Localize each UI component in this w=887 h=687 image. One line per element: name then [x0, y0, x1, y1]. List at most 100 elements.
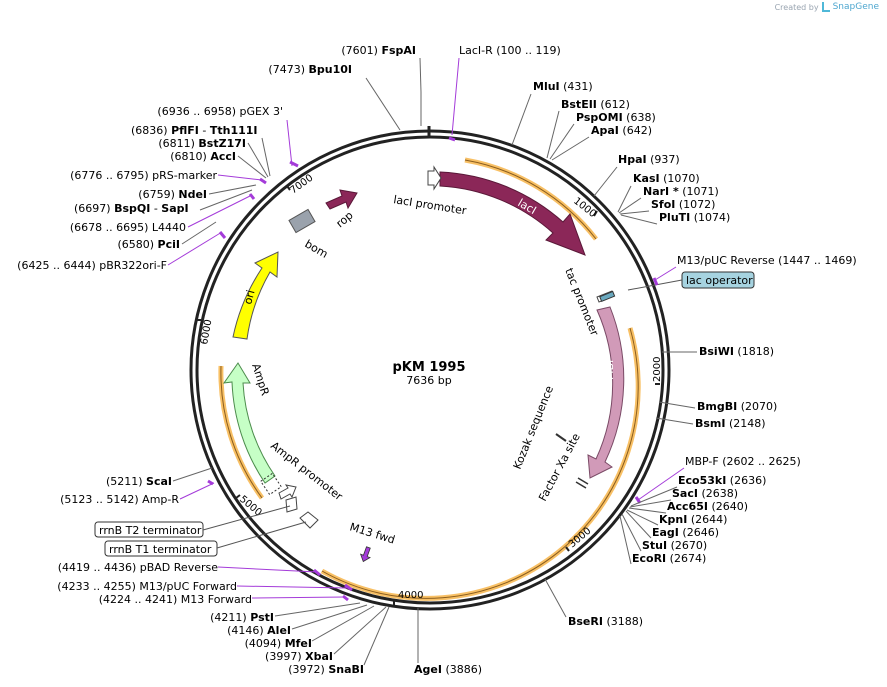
site-laci-r[interactable]: LacI-R (100 .. 119): [448, 44, 561, 142]
site-pcii-name: PciI: [158, 238, 180, 251]
bom-feature[interactable]: [288, 208, 316, 234]
site-bsmi-leader: [655, 417, 694, 425]
site-nari-label: NarI * (1071): [643, 185, 719, 198]
ori-label: ori: [241, 289, 257, 306]
site-prs-marker-leader: [217, 174, 263, 181]
site-pspomi[interactable]: PspOMI (638): [549, 111, 656, 160]
site-kasi[interactable]: KasI (1070): [617, 172, 700, 213]
laci-promoter-arrow[interactable]: [427, 165, 442, 191]
rrnb-t2-terminator-marker[interactable]: [285, 496, 298, 513]
ampr-feature[interactable]: [222, 362, 276, 484]
site-agei[interactable]: AgeI (3886): [414, 608, 482, 676]
site-acc65i-label: Acc65I (2640): [667, 500, 748, 513]
site-apai-pos: (642): [619, 124, 652, 137]
m13-fwd-marker[interactable]: [359, 546, 374, 564]
site-scai-pos: (5211): [106, 475, 146, 488]
ampr-promoter-arrow[interactable]: [278, 484, 297, 500]
site-bstz17i[interactable]: (6811) BstZ17I: [158, 137, 269, 178]
lac-operator-label: lac operator: [686, 274, 753, 287]
site-snabi[interactable]: (3972) SnaBI: [288, 606, 390, 676]
mbp-feature[interactable]: [587, 306, 625, 479]
site-xbai-label: (3997) XbaI: [265, 650, 333, 663]
site-eagi-label: EagI (2646): [652, 526, 719, 539]
site-m13puc-rev[interactable]: M13/pUC Reverse (1447 .. 1469): [652, 254, 857, 286]
site-stui[interactable]: StuI (2670): [621, 513, 707, 552]
site-mlui-name: MluI: [533, 80, 560, 93]
site-alei[interactable]: (4146) AleI: [227, 604, 368, 637]
site-ecori[interactable]: EcoRI (2674): [619, 515, 706, 565]
site-fspai[interactable]: (7601) FspAI: [341, 44, 422, 126]
site-amp-r[interactable]: (5123 .. 5142) Amp-R: [60, 479, 215, 506]
laci-feature[interactable]: [439, 171, 586, 256]
site-pcii-pos: (6580): [117, 238, 157, 251]
site-scai-label: (5211) ScaI: [106, 475, 172, 488]
site-mlui[interactable]: MluI (431): [511, 80, 593, 146]
site-scai-name: ScaI: [146, 475, 172, 488]
site-pbr322ori-f[interactable]: (6425 .. 6444) pBR322ori-F: [17, 231, 227, 272]
site-sfoi[interactable]: SfoI (1072): [619, 198, 715, 215]
site-bsteii[interactable]: BstEII (612): [546, 98, 630, 159]
site-eagi[interactable]: EagI (2646): [625, 510, 719, 539]
site-pcii-leader: [181, 221, 217, 245]
site-bmgbi[interactable]: BmgBI (2070): [658, 400, 777, 413]
site-mbp-f-marker: [634, 496, 642, 504]
tick-6000: 6000: [199, 319, 214, 346]
site-fspai-name: FspAI: [381, 44, 416, 57]
site-mlui-leader: [511, 93, 532, 146]
site-kpni[interactable]: KpnI (2644): [626, 509, 727, 526]
site-bspqi-name2: SapI: [161, 202, 188, 215]
site-bseri-pos: (3188): [603, 615, 643, 628]
site-nari-leader: [618, 197, 642, 214]
ori-feature[interactable]: [232, 251, 279, 340]
site-saci-leader: [629, 499, 672, 508]
site-prs-marker-label: (6776 .. 6795) pRS-marker: [70, 169, 217, 182]
laci-orf-line: [464, 159, 597, 240]
site-nari[interactable]: NarI * (1071): [618, 185, 719, 214]
site-bsiwi[interactable]: BsiWI (1818): [662, 345, 774, 358]
site-mbp-f[interactable]: MBP-F (2602 .. 2625): [634, 455, 801, 504]
site-apai[interactable]: ApaI (642): [551, 124, 652, 161]
site-acc65i[interactable]: Acc65I (2640): [628, 500, 748, 514]
site-saci-name: SacI: [672, 487, 698, 500]
rrnb-t1-terminator-marker[interactable]: [299, 511, 319, 529]
site-saci[interactable]: SacI (2638): [629, 487, 738, 508]
site-pbad-rev[interactable]: (4419 .. 4436) pBAD Reverse: [58, 561, 321, 577]
site-bsmi[interactable]: BsmI (2148): [655, 417, 766, 430]
site-ndei[interactable]: (6759) NdeI: [138, 184, 257, 201]
site-m13puc-fwd[interactable]: (4233 .. 4255) M13/pUC Forward: [57, 580, 353, 593]
site-hpai[interactable]: HpaI (937): [593, 153, 680, 197]
site-pflfi-pos: (6836): [131, 124, 171, 137]
site-kpni-label: KpnI (2644): [659, 513, 727, 526]
site-bspqi-name: BspQI: [114, 202, 150, 215]
site-bspqi-separator: -: [150, 202, 161, 215]
site-l4440-marker: [248, 193, 256, 200]
site-pcii[interactable]: (6580) PciI: [117, 221, 217, 251]
site-bstz17i-name: BstZ17I: [198, 137, 246, 150]
site-m13-fwd-primer[interactable]: (4224 .. 4241) M13 Forward: [99, 593, 349, 606]
site-bpu10i[interactable]: (7473) Bpu10I: [268, 63, 401, 131]
site-bmgbi-leader: [658, 401, 696, 409]
site-pgex3[interactable]: (6936 .. 6958) pGEX 3': [157, 105, 299, 168]
rop-feature[interactable]: [325, 189, 358, 210]
site-bspqi[interactable]: (6697) BspQI - SapI: [74, 189, 253, 215]
rrnb-t2-label: rrnB T2 terminator: [99, 524, 202, 537]
plasmid-length: 7636 bp: [406, 374, 451, 387]
site-prs-marker[interactable]: (6776 .. 6795) pRS-marker: [70, 169, 267, 185]
site-l4440[interactable]: (6678 .. 6695) L4440: [70, 193, 256, 234]
site-m13-fwd-primer-label: (4224 .. 4241) M13 Forward: [99, 593, 252, 606]
site-prs-marker-marker: [259, 177, 267, 185]
site-psti[interactable]: (4211) PstI: [210, 602, 361, 624]
rrnb-t1-box[interactable]: [104, 540, 218, 557]
site-agei-pos: (3886): [442, 663, 482, 676]
rrnb-t1-leader: [216, 521, 307, 549]
site-mfei[interactable]: (4094) MfeI: [245, 605, 375, 650]
site-m13puc-rev-marker: [652, 277, 659, 286]
site-pflfi[interactable]: (6836) PflFI - Tth111I: [131, 124, 271, 177]
site-acci[interactable]: (6810) AccI: [170, 150, 267, 179]
site-m13puc-fwd-leader: [236, 585, 348, 589]
site-pluti[interactable]: PluTI (1074): [620, 211, 730, 225]
site-eco53ki[interactable]: Eco53kI (2636): [630, 474, 766, 507]
site-xbai[interactable]: (3997) XbaI: [265, 606, 387, 663]
site-scai[interactable]: (5211) ScaI: [106, 467, 213, 488]
site-bseri[interactable]: BseRI (3188): [544, 578, 643, 628]
